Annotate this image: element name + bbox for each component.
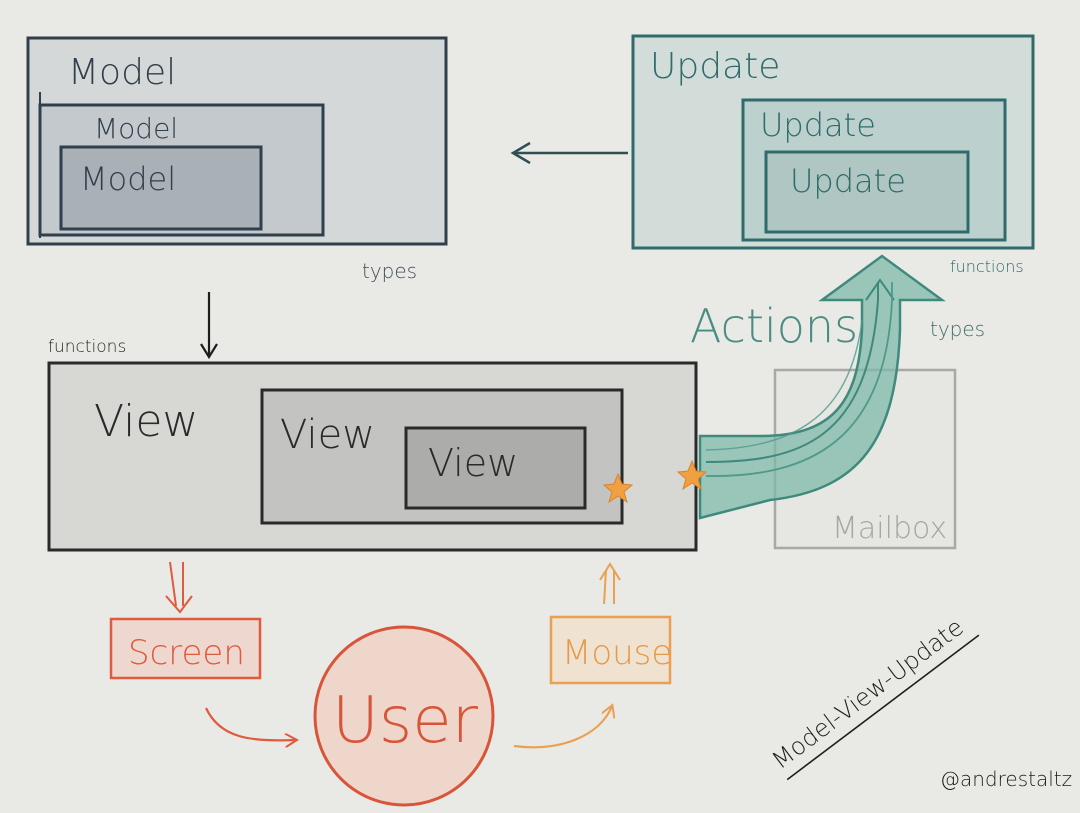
- model-to-view-arrow: [200, 292, 218, 360]
- update-to-model-arrow: [510, 141, 628, 165]
- view-functions-annotation: functions: [48, 337, 126, 357]
- actions-types-annotation: types: [930, 317, 985, 341]
- view-innermost-title: View: [428, 441, 518, 485]
- model-title: Model: [68, 52, 176, 93]
- user-circle: [313, 625, 495, 807]
- view-inner-title: View: [280, 412, 375, 458]
- view-title: View: [94, 396, 198, 447]
- caption-author: @andrestaltz: [940, 767, 1072, 791]
- model-types-annotation: types: [362, 259, 417, 283]
- view-to-screen-arrow: [165, 561, 193, 614]
- update-functions-annotation: functions: [950, 257, 1024, 276]
- caption-title: Model-View-Update: [767, 613, 969, 775]
- model-innermost-box: [59, 145, 263, 231]
- model-group: Model Model Model types: [26, 36, 448, 283]
- screen-box: [109, 617, 262, 680]
- mouse-box: [549, 615, 672, 685]
- star-icon: [676, 459, 708, 491]
- screen-label: Screen: [128, 633, 245, 673]
- screen-to-user-arrow: [205, 707, 296, 740]
- mouse-to-view-arrow: [599, 562, 621, 605]
- update-innermost-box: [764, 150, 970, 234]
- user-group: User: [313, 625, 495, 807]
- update-title: Update: [650, 46, 780, 87]
- update-innermost-title: Update: [790, 162, 906, 200]
- user-to-mouse-arrow: [513, 706, 612, 749]
- screen-group: Screen: [109, 617, 262, 680]
- view-group: functions View View View: [47, 337, 698, 552]
- user-label: User: [332, 684, 479, 758]
- caption-group: Model-View-Update: [767, 613, 980, 781]
- actions-arrow: [698, 254, 946, 520]
- mouse-label: Mouse: [562, 633, 672, 673]
- actions-label: Actions: [690, 299, 858, 353]
- mailbox-label: Mailbox: [832, 511, 947, 546]
- model-inner-title: Model: [94, 112, 178, 145]
- star-icon: [602, 472, 634, 504]
- update-inner-title: Update: [760, 106, 876, 144]
- mouse-group: Mouse: [549, 615, 672, 685]
- update-group: Update Update Update functions: [631, 34, 1035, 276]
- view-innermost-box: [404, 426, 587, 510]
- caption-underline: [786, 634, 980, 781]
- model-innermost-title: Model: [80, 160, 176, 198]
